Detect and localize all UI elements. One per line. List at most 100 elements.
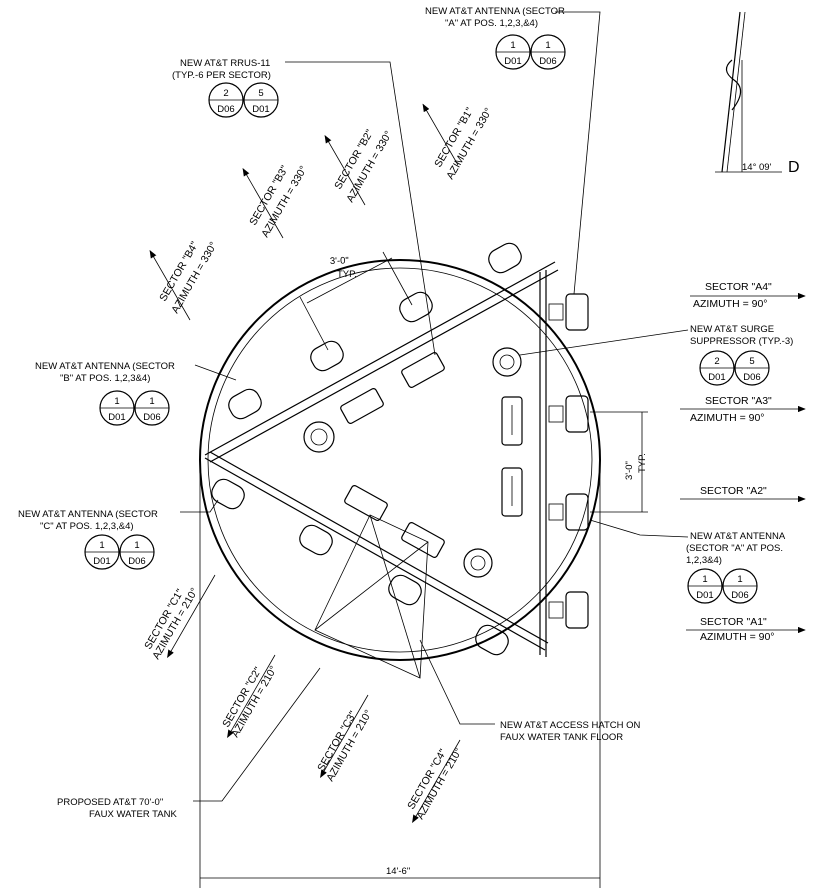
sector-b1-azimuth xyxy=(422,103,459,166)
sector-c3-azimuth xyxy=(320,694,369,778)
sector-c2-azimuth xyxy=(227,654,276,738)
svg-text:"B" AT POS. 1,2,3&4): "B" AT POS. 1,2,3&4) xyxy=(60,373,150,384)
rrus-b-lower xyxy=(340,388,384,424)
ref-rrus: 2 D06 5 D01 xyxy=(208,82,279,118)
sector-a-frame xyxy=(539,270,547,657)
sector-c-frame xyxy=(204,451,549,651)
leader-antenna-a-right xyxy=(589,519,689,538)
svg-text:D01: D01 xyxy=(108,412,125,423)
antenna-b2 xyxy=(399,291,433,323)
ref-antenna-a-right: 1 D01 1 D06 xyxy=(687,568,758,604)
dimension-a-spacing: 3'-0" TYP. xyxy=(590,411,648,513)
svg-text:NEW AT&T ACCESS HATCH ON: NEW AT&T ACCESS HATCH ON xyxy=(500,720,641,731)
sector-b3-azimuth xyxy=(242,168,284,239)
svg-text:5: 5 xyxy=(258,88,263,99)
svg-text:D01: D01 xyxy=(696,590,713,601)
svg-text:D01: D01 xyxy=(504,56,521,67)
overall-width-dimension: 14'-6" xyxy=(199,455,601,888)
antenna-b4 xyxy=(228,388,262,420)
surge-suppressor-c xyxy=(463,548,493,578)
svg-text:1: 1 xyxy=(99,540,104,551)
svg-text:FAUX WATER TANK FLOOR: FAUX WATER TANK FLOOR xyxy=(500,732,623,743)
leader-antenna-a-top xyxy=(555,11,601,295)
ref-antenna-b: 1 D01 1 D06 xyxy=(99,390,170,426)
svg-text:1: 1 xyxy=(149,396,154,407)
label-hatch: NEW AT&T ACCESS HATCH ON FAUX WATER TANK… xyxy=(500,720,641,743)
svg-text:1: 1 xyxy=(510,40,515,51)
antenna-c1 xyxy=(211,478,245,510)
svg-text:D: D xyxy=(788,159,800,176)
svg-text:1: 1 xyxy=(114,396,119,407)
label-surge: NEW AT&T SURGE SUPPRESSOR (TYP.-3) xyxy=(690,324,793,347)
svg-text:D06: D06 xyxy=(217,104,234,115)
svg-text:D06: D06 xyxy=(539,56,556,67)
svg-text:3'-0": 3'-0" xyxy=(624,461,635,480)
ref-surge: 2 D01 5 D06 xyxy=(699,350,770,386)
svg-text:SECTOR "A3": SECTOR "A3" xyxy=(705,395,772,407)
label-antenna-c: NEW AT&T ANTENNA (SECTOR "C" AT POS. 1,2… xyxy=(18,509,158,532)
svg-text:2: 2 xyxy=(223,88,228,99)
svg-text:14° 09': 14° 09' xyxy=(742,162,772,173)
label-rrus: NEW AT&T RRUS-11 (TYP.-6 PER SECTOR) xyxy=(172,58,271,81)
svg-text:SECTOR "A4": SECTOR "A4" xyxy=(705,281,772,293)
antenna-c3 xyxy=(388,574,422,606)
leader-tank xyxy=(193,667,321,802)
sector-b2-azimuth xyxy=(324,135,366,206)
svg-text:SECTOR "A1": SECTOR "A1" xyxy=(700,616,767,628)
sector-a1-azimuth: SECTOR "A1" AZIMUTH = 90° xyxy=(686,616,806,643)
svg-text:"C" AT POS. 1,2,3,&4): "C" AT POS. 1,2,3,&4) xyxy=(40,521,134,532)
surge-suppressor-a xyxy=(492,347,522,377)
svg-text:D01: D01 xyxy=(252,104,269,115)
sector-b4-azimuth xyxy=(149,250,191,321)
svg-text:D06: D06 xyxy=(743,372,760,383)
svg-text:D06: D06 xyxy=(128,556,145,567)
label-antenna-a-right: NEW AT&T ANTENNA (SECTOR "A" AT POS. 1,2… xyxy=(686,531,786,566)
access-hatch xyxy=(314,514,429,679)
svg-text:SUPPRESSOR (TYP.-3): SUPPRESSOR (TYP.-3) xyxy=(690,336,793,347)
svg-text:D01: D01 xyxy=(708,372,725,383)
svg-text:1: 1 xyxy=(545,40,550,51)
svg-text:NEW AT&T ANTENNA (SECTOR: NEW AT&T ANTENNA (SECTOR xyxy=(18,509,158,520)
svg-text:14'-6": 14'-6" xyxy=(386,866,410,877)
antenna-b3 xyxy=(310,340,344,372)
sector-c4-azimuth xyxy=(412,739,461,823)
antenna-c2 xyxy=(299,524,333,556)
rrus-b-upper xyxy=(401,352,445,388)
rrus-a-upper xyxy=(501,396,523,446)
svg-text:SECTOR "A2": SECTOR "A2" xyxy=(700,485,767,497)
sector-c1-azimuth xyxy=(167,574,216,658)
sector-a4-azimuth: SECTOR "A4" AZIMUTH = 90° xyxy=(690,281,806,310)
leader-antenna-c xyxy=(180,499,219,513)
rrus-a-lower xyxy=(501,467,523,517)
antenna-a4 xyxy=(548,293,589,331)
sector-a3-azimuth: SECTOR "A3" AZIMUTH = 90° xyxy=(680,395,806,424)
svg-text:NEW AT&T ANTENNA: NEW AT&T ANTENNA xyxy=(690,531,786,542)
label-antenna-b: NEW AT&T ANTENNA (SECTOR "B" AT POS. 1,2… xyxy=(35,361,175,384)
leader-hatch xyxy=(419,639,495,725)
dimension-b-spacing: 3'-0" TYP. xyxy=(299,251,413,351)
svg-text:D06: D06 xyxy=(731,590,748,601)
svg-text:NEW AT&T ANTENNA (SECTOR: NEW AT&T ANTENNA (SECTOR xyxy=(35,361,175,372)
leader-antenna-b xyxy=(194,364,237,381)
sector-a2-azimuth: SECTOR "A2" xyxy=(680,485,806,503)
svg-text:D01: D01 xyxy=(93,556,110,567)
svg-text:"A" AT POS. 1,2,3,&4): "A" AT POS. 1,2,3,&4) xyxy=(445,18,538,29)
svg-text:1: 1 xyxy=(737,574,742,585)
rrus-c-upper xyxy=(344,485,388,521)
antenna-a2 xyxy=(548,493,589,531)
antenna-c4 xyxy=(475,624,509,656)
ref-antenna-c: 1 D01 1 D06 xyxy=(84,534,155,570)
svg-text:(TYP.-6 PER SECTOR): (TYP.-6 PER SECTOR) xyxy=(172,70,271,81)
rrus-c-lower xyxy=(401,522,445,558)
leader-surge xyxy=(519,329,689,356)
svg-text:1,2,3&4): 1,2,3&4) xyxy=(686,555,722,566)
sector-b-frame xyxy=(204,261,559,463)
svg-text:1: 1 xyxy=(702,574,707,585)
svg-text:PROPOSED AT&T 70'-0": PROPOSED AT&T 70'-0" xyxy=(57,797,163,808)
svg-text:(SECTOR "A" AT POS.: (SECTOR "A" AT POS. xyxy=(686,543,783,554)
svg-text:NEW AT&T SURGE: NEW AT&T SURGE xyxy=(690,324,774,335)
svg-text:AZIMUTH = 90°: AZIMUTH = 90° xyxy=(700,631,775,643)
label-tank: PROPOSED AT&T 70'-0" FAUX WATER TANK xyxy=(57,797,177,820)
svg-text:3'-0": 3'-0" xyxy=(330,255,349,267)
